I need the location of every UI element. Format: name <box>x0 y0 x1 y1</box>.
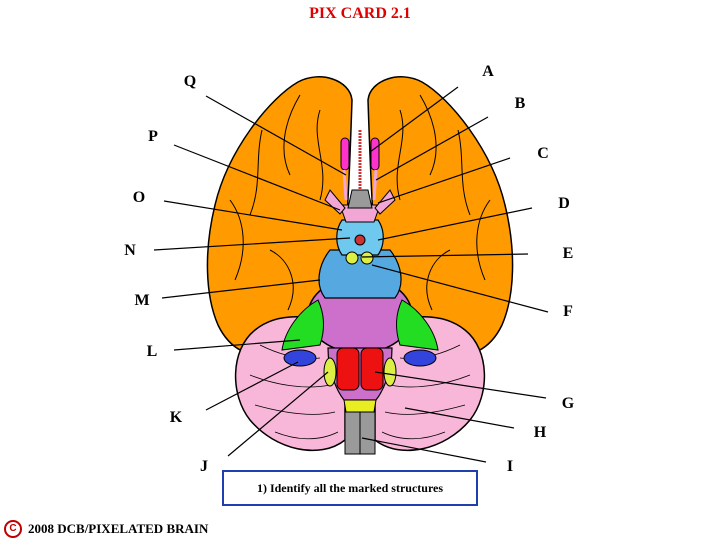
leader-line-n <box>153 237 351 251</box>
label-e: E <box>562 245 574 262</box>
cerebral-peduncles <box>318 249 402 299</box>
left-olfactory-tract <box>342 169 348 201</box>
leader-line-q <box>205 95 347 176</box>
copyright-text: 2008 DCB/PIXELATED BRAIN <box>28 521 209 536</box>
label-m: M <box>134 292 150 309</box>
label-k: K <box>169 409 183 426</box>
label-d: D <box>558 195 570 212</box>
label-q: Q <box>183 73 197 90</box>
label-f: F <box>563 303 573 320</box>
leader-line-k <box>205 361 299 411</box>
label-n: N <box>124 242 136 259</box>
leader-line-m <box>161 279 321 299</box>
left-olfactory-bulb <box>340 137 350 171</box>
infundibulum <box>354 234 366 246</box>
left-flocculus <box>283 349 317 367</box>
right-middle-cerebellar-peduncle <box>396 299 439 351</box>
leader-line-o <box>163 200 343 231</box>
copyright-icon: C <box>4 520 22 538</box>
label-c: C <box>537 145 549 162</box>
leader-line-a <box>369 86 459 153</box>
leader-line-h <box>404 407 515 429</box>
label-a: A <box>482 63 494 80</box>
label-j: J <box>200 458 208 475</box>
label-h: H <box>533 424 547 441</box>
card-title: PIX CARD 2.1 <box>309 5 411 22</box>
copyright-line: C 2008 DCB/PIXELATED BRAIN <box>4 520 208 538</box>
label-i: I <box>506 458 514 475</box>
leader-line-e <box>361 253 529 258</box>
instruction-box: 1) Identify all the marked structures <box>222 470 478 506</box>
lamina-terminalis <box>347 189 373 209</box>
right-olfactory-tract <box>372 169 378 201</box>
leader-line-c <box>377 157 511 204</box>
leader-line-d <box>377 207 533 241</box>
leader-line-l <box>173 339 301 351</box>
caudal-medulla <box>343 399 377 413</box>
right-optic-nerve <box>374 189 396 215</box>
leader-line-p <box>173 144 341 211</box>
leader-line-g <box>374 371 547 399</box>
right-olive <box>383 357 397 387</box>
right-mammillary-body <box>360 251 374 265</box>
label-g: G <box>561 395 575 412</box>
label-l: L <box>146 343 158 360</box>
right-olfactory-bulb <box>370 137 380 171</box>
label-p: P <box>148 128 158 145</box>
leader-line-f <box>371 264 549 313</box>
left-optic-nerve <box>324 189 346 215</box>
leader-lines <box>153 86 549 463</box>
left-middle-cerebellar-peduncle <box>281 299 324 351</box>
leader-line-i <box>361 437 487 463</box>
leader-line-b <box>375 116 489 181</box>
right-flocculus <box>403 349 437 367</box>
left-mammillary-body <box>345 251 359 265</box>
label-b: B <box>514 95 526 112</box>
label-o: O <box>132 189 146 206</box>
right-pyramid <box>360 347 384 391</box>
leader-line-j <box>227 371 329 457</box>
gyri-lines <box>229 94 491 311</box>
left-olive <box>323 357 337 387</box>
left-pyramid <box>336 347 360 391</box>
